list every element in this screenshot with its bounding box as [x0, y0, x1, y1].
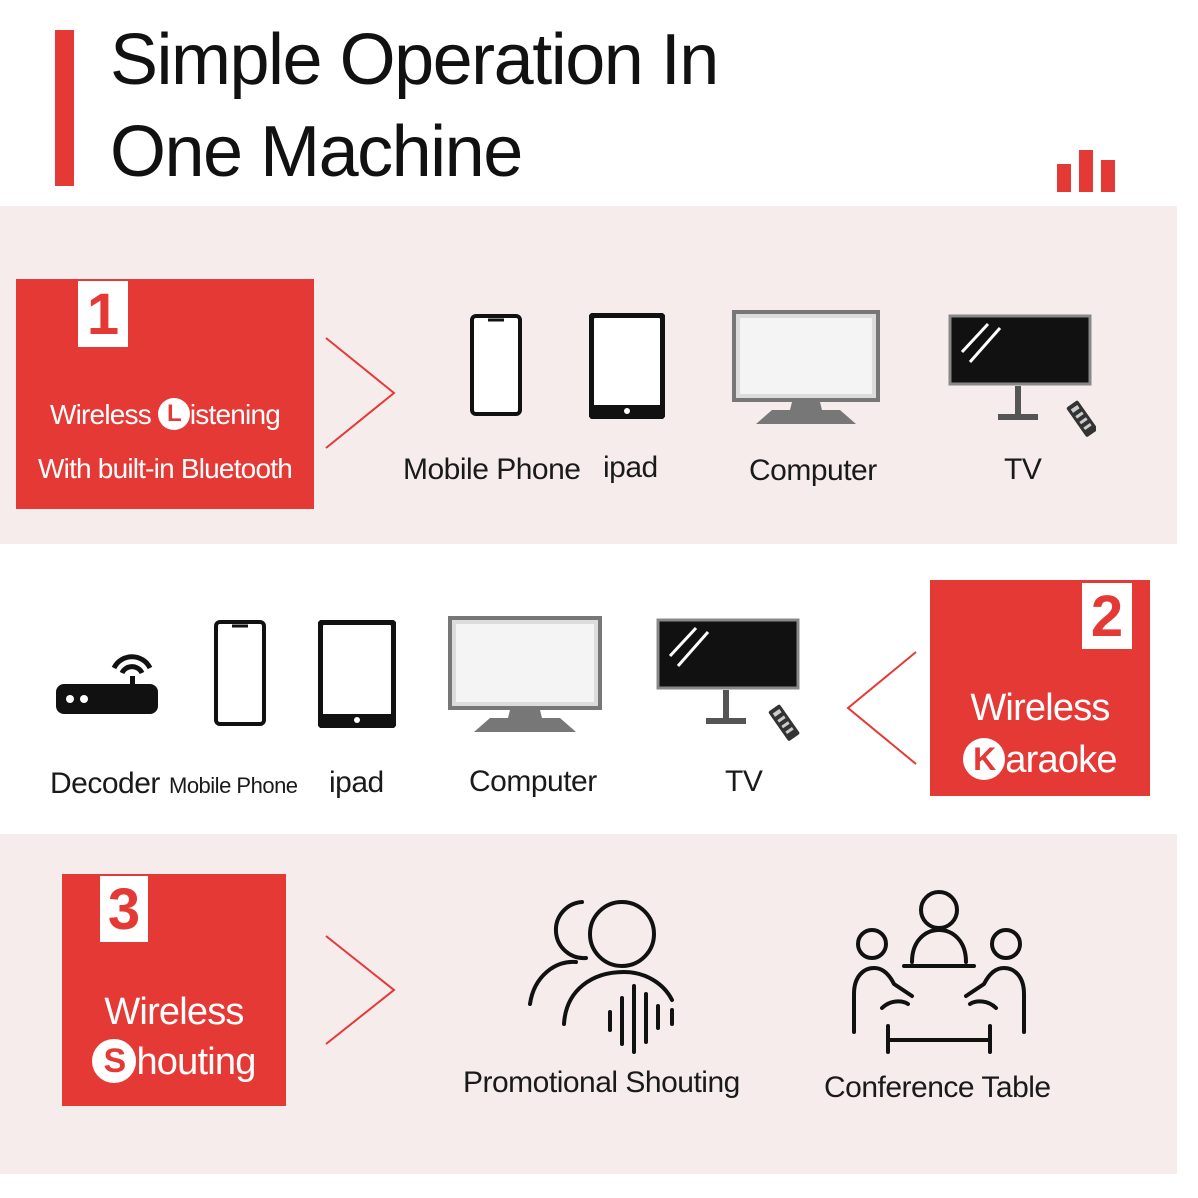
tv-icon	[656, 618, 800, 741]
chevron-right-icon	[325, 337, 396, 449]
device-label-computer: Computer	[749, 454, 877, 487]
conference-table-icon	[852, 890, 1026, 1054]
device-label-mobile-phone: Mobile Phone	[403, 453, 581, 486]
tablet-icon	[589, 313, 665, 419]
device-label-ipad-2: ipad	[329, 766, 384, 799]
use-label-conference-table: Conference Table	[824, 1071, 1051, 1104]
title-accent-bar	[55, 30, 74, 186]
device-label-mobile-phone-2: Mobile Phone	[169, 773, 298, 798]
title-line-2: One Machine	[110, 112, 523, 192]
bar-chart-icon	[1057, 150, 1115, 192]
title-line-1: Simple Operation In	[110, 20, 719, 100]
use-label-promotional-shouting: Promotional Shouting	[463, 1066, 740, 1099]
computer-monitor-icon	[732, 310, 880, 424]
listening-subtitle: With built-in Bluetooth	[38, 453, 293, 484]
chevron-right-icon	[325, 935, 396, 1045]
device-label-ipad: ipad	[603, 451, 658, 484]
computer-monitor-icon	[448, 616, 602, 732]
device-label-tv: TV	[1004, 453, 1042, 486]
device-label-computer-2: Computer	[469, 765, 597, 798]
mobile-phone-icon	[214, 620, 266, 726]
karaoke-title-line-1: Wireless	[970, 687, 1110, 729]
device-label-decoder: Decoder	[50, 767, 160, 800]
tv-icon	[948, 314, 1096, 437]
step-number-3: 3	[100, 876, 148, 942]
letter-k-badge: K	[963, 737, 1006, 780]
tablet-icon	[318, 620, 396, 728]
letter-s-badge: S	[92, 1038, 137, 1083]
letter-l-badge: L	[157, 397, 190, 430]
page-title: Simple Operation In One Machine	[110, 14, 719, 198]
device-label-tv-2: TV	[725, 765, 763, 798]
chevron-left-icon	[846, 651, 917, 765]
router-icon	[56, 654, 158, 714]
shouting-title-line-1: Wireless	[104, 991, 244, 1033]
mobile-phone-icon	[470, 314, 522, 416]
step-number-1: 1	[78, 281, 128, 347]
people-speaking-icon	[528, 900, 674, 1054]
step-number-2: 2	[1082, 583, 1132, 649]
